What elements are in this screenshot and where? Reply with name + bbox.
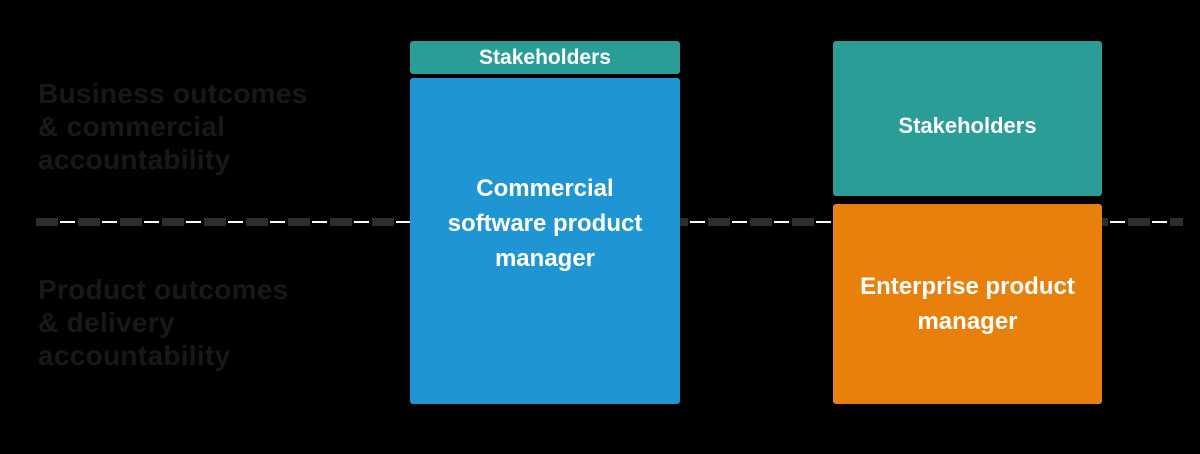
label-product-line-2: & delivery bbox=[38, 307, 175, 338]
label-product-outcomes: Product outcomes & delivery accountabili… bbox=[38, 273, 289, 372]
enterprise-product-manager-box: Enterprise product manager bbox=[833, 204, 1102, 404]
stakeholders-header-label: Stakeholders bbox=[479, 45, 611, 69]
label-product-line-3: accountability bbox=[38, 340, 231, 371]
label-business-line-1: Business outcomes bbox=[38, 78, 308, 109]
label-business-line-3: accountability bbox=[38, 144, 231, 175]
stakeholders-box: Stakeholders bbox=[833, 41, 1102, 196]
stakeholders-header-bar: Stakeholders bbox=[410, 41, 680, 74]
enterprise-box-line-2: manager bbox=[917, 308, 1018, 335]
label-business-outcomes: Business outcomes & commercial accountab… bbox=[38, 77, 308, 176]
label-product-line-1: Product outcomes bbox=[38, 274, 289, 305]
label-business-line-2: & commercial bbox=[38, 111, 226, 142]
commercial-box-line-1: Commercial bbox=[476, 174, 614, 202]
commercial-product-manager-box: Commercial software product manager bbox=[410, 78, 680, 404]
commercial-box-line-2: software product bbox=[447, 209, 643, 237]
enterprise-box-line-1: Enterprise product bbox=[860, 273, 1075, 300]
commercial-box-line-3: manager bbox=[494, 244, 596, 272]
stakeholders-box-label: Stakeholders bbox=[898, 112, 1037, 138]
